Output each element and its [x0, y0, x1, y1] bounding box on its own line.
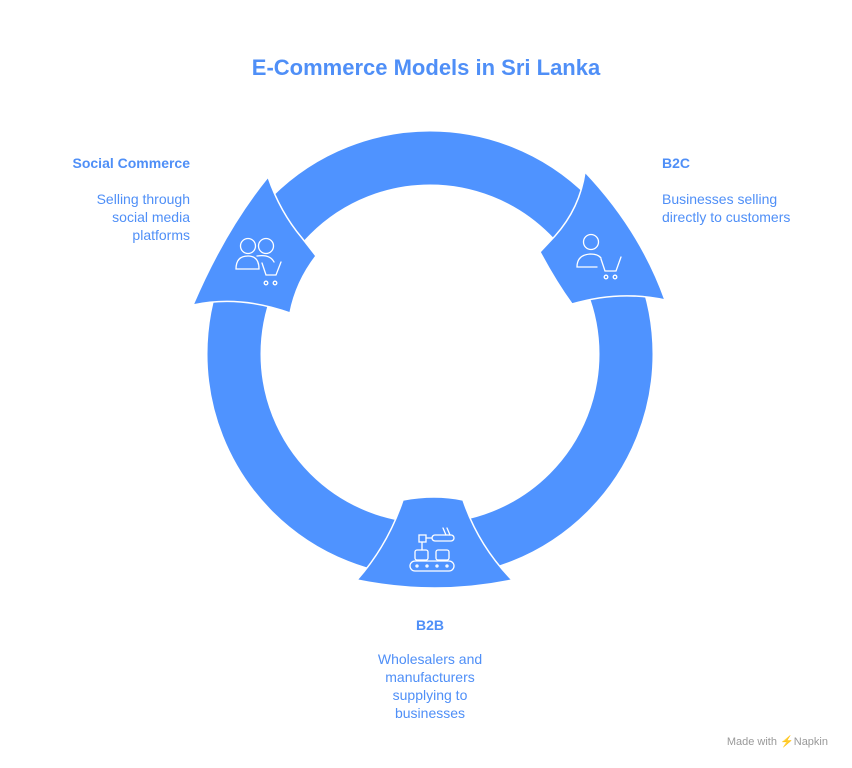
- b2c-label: B2C: [662, 155, 691, 171]
- made-with-text: Made with: [726, 736, 777, 748]
- page-title: E-Commerce Models in Sri Lanka: [251, 55, 601, 80]
- social-commerce-description: Selling through social media platforms: [96, 191, 190, 243]
- users-cart-icon: [235, 237, 282, 286]
- napkin-logo-icon: ⚡: [780, 736, 794, 748]
- brand-name: Napkin: [793, 736, 828, 748]
- social-commerce-label: Social Commerce: [72, 155, 191, 171]
- b2c-description: Businesses selling directly to customers: [662, 191, 791, 225]
- ring: [207, 131, 653, 577]
- b2b-description: Wholesalers and manufacturers supplying …: [377, 651, 483, 721]
- conveyor-robot-icon: [409, 527, 455, 572]
- user-cart-icon: [576, 233, 622, 280]
- arrowhead-b2b: [355, 496, 514, 589]
- arrowhead-social: [191, 175, 317, 315]
- napkin-footer: Made with ⚡Napkin: [727, 735, 828, 748]
- arrowhead-b2c: [539, 170, 667, 305]
- b2b-label: B2B: [415, 617, 444, 633]
